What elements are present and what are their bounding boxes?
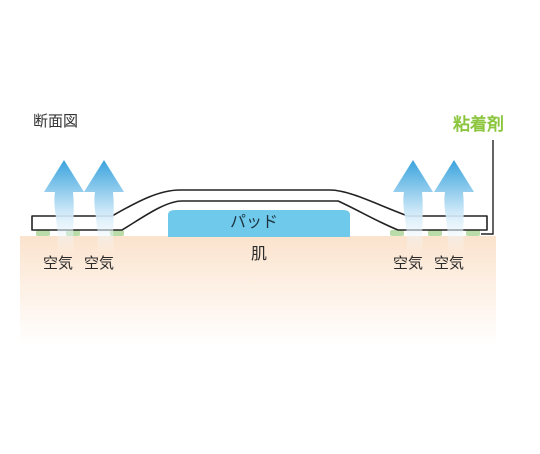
air-label: 空気 <box>393 254 424 272</box>
skin-label: 肌 <box>251 244 268 263</box>
adhesive-label: 粘着剤 <box>453 115 504 135</box>
adhesive-leader-line <box>481 140 494 235</box>
air-label: 空気 <box>43 254 74 272</box>
air-label: 空気 <box>434 254 465 272</box>
adhesive-sheet <box>31 189 488 231</box>
diagram-title: 断面図 <box>33 112 79 130</box>
pad-label: パッド <box>230 212 279 231</box>
pad-shape <box>168 210 350 237</box>
air-label: 空気 <box>84 254 115 272</box>
